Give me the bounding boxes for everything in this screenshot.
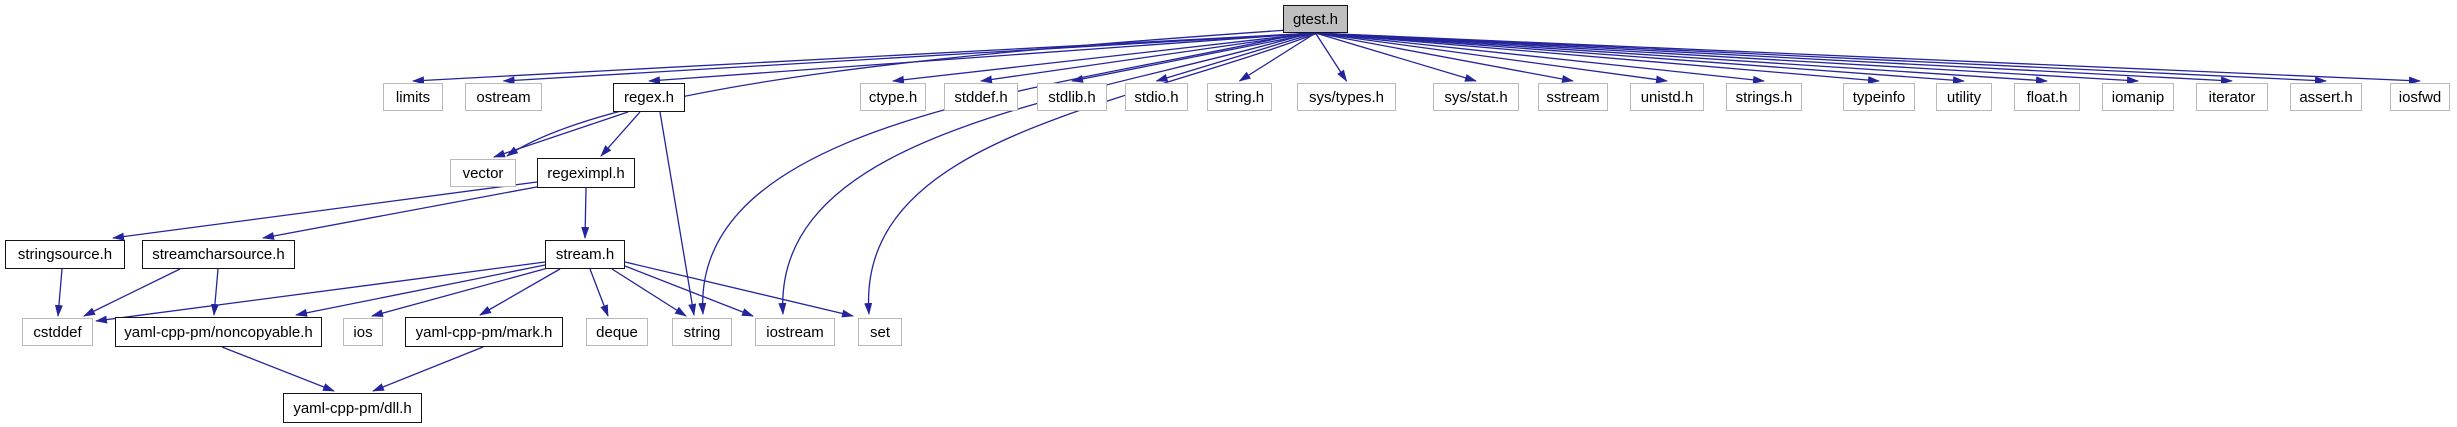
edge-stream-to-cstddef — [95, 261, 546, 324]
graph-node-sys_stat: sys/stat.h — [1433, 83, 1519, 111]
graph-node-sstream: sstream — [1538, 83, 1608, 111]
edge-gtest-to-unistd — [1315, 32, 1668, 84]
edge-gtest-to-stdlib — [1071, 32, 1316, 83]
graph-node-gtest: gtest.h — [1283, 5, 1348, 33]
edge-gtest-to-sstream — [1315, 32, 1574, 83]
edge-stream-to-iostream — [624, 265, 754, 317]
edge-gtest-to-utility — [1315, 32, 1965, 85]
graph-node-ios: ios — [343, 318, 383, 346]
graph-node-iomanip: iomanip — [2102, 83, 2174, 111]
graph-node-string: string — [672, 318, 732, 346]
graph-node-assert_h: assert.h — [2290, 83, 2362, 111]
graph-node-stdio: stdio.h — [1125, 83, 1188, 111]
graph-node-streamcharsource[interactable]: streamcharsource.h — [142, 240, 295, 269]
edge-gtest-to-ctype — [892, 32, 1316, 84]
graph-node-noncopyable[interactable]: yaml-cpp-pm/noncopyable.h — [115, 317, 322, 347]
edge-gtest-to-iterator — [1315, 32, 2233, 85]
edge-gtest-to-string — [698, 32, 1304, 315]
graph-node-strings_h: strings.h — [1726, 83, 1802, 111]
graph-node-iterator: iterator — [2196, 83, 2268, 111]
graph-node-float_h: float.h — [2014, 83, 2080, 111]
edge-stream-to-set — [624, 261, 854, 318]
edge-gtest-to-assert_h — [1315, 32, 2327, 85]
graph-node-mark[interactable]: yaml-cpp-pm/mark.h — [405, 317, 563, 347]
edge-regeximpl-to-streamcharsource — [262, 185, 543, 240]
graph-node-iostream: iostream — [755, 318, 835, 346]
edge-gtest-to-stddef — [980, 32, 1316, 84]
edge-stringsource-to-cstddef — [54, 268, 63, 317]
graph-node-regeximpl[interactable]: regeximpl.h — [537, 158, 635, 188]
edge-noncopyable-to-dll — [221, 346, 335, 392]
edge-gtest-to-regex — [648, 32, 1316, 85]
edge-gtest-to-vector — [506, 29, 1289, 157]
graph-node-string_h: string.h — [1207, 83, 1272, 111]
edge-gtest-to-iosfwd — [1315, 32, 2421, 85]
graph-node-regex[interactable]: regex.h — [613, 83, 685, 112]
edge-gtest-to-ostream — [502, 32, 1316, 85]
graph-node-ostream: ostream — [465, 83, 542, 111]
edge-gtest-to-iomanip — [1315, 32, 2139, 85]
graph-node-set: set — [858, 318, 902, 346]
edge-stream-to-deque — [589, 268, 609, 317]
graph-node-vector: vector — [450, 159, 516, 187]
edge-regeximpl-to-stream — [581, 187, 590, 239]
edge-gtest-to-sys_stat — [1315, 32, 1477, 82]
edge-stream-to-noncopyable — [295, 264, 546, 317]
edge-streamcharsource-to-cstddef — [83, 268, 181, 317]
edge-gtest-to-typeinfo — [1315, 32, 1880, 85]
graph-node-stdlib: stdlib.h — [1037, 83, 1107, 111]
graph-node-dll[interactable]: yaml-cpp-pm/dll.h — [283, 393, 422, 423]
edge-stream-to-mark — [479, 268, 561, 316]
edge-regex-to-vector — [493, 111, 629, 158]
graph-node-sys_types: sys/types.h — [1297, 83, 1396, 111]
edge-gtest-to-sys_types — [1314, 32, 1348, 82]
edge-gtest-to-iostream — [778, 32, 1311, 315]
graph-node-stringsource[interactable]: stringsource.h — [5, 240, 125, 269]
edge-regeximpl-to-stringsource — [112, 181, 538, 241]
edges-group — [54, 29, 2421, 392]
edge-gtest-to-float_h — [1315, 32, 2048, 85]
graph-node-stddef: stddef.h — [944, 83, 1018, 111]
edge-gtest-to-stdio — [1155, 32, 1316, 82]
graph-node-utility: utility — [1936, 83, 1992, 111]
edge-gtest-to-strings_h — [1315, 32, 1765, 84]
edge-gtest-to-set — [864, 32, 1319, 315]
edge-stream-to-string — [611, 268, 687, 317]
graph-node-ctype: ctype.h — [860, 83, 926, 111]
graph-node-limits: limits — [383, 83, 443, 111]
graph-node-stream[interactable]: stream.h — [545, 240, 625, 269]
edge-regex-to-regeximpl — [600, 111, 641, 157]
edge-gtest-to-limits — [412, 32, 1316, 85]
graph-node-unistd: unistd.h — [1630, 83, 1704, 111]
graph-node-deque: deque — [586, 318, 648, 346]
edge-regex-to-string — [659, 111, 697, 316]
graph-node-cstddef: cstddef — [22, 318, 93, 346]
edge-gtest-to-string_h — [1238, 32, 1316, 82]
edge-stream-to-ios — [371, 267, 549, 317]
edge-streamcharsource-to-noncopyable — [210, 268, 219, 316]
graph-node-iosfwd: iosfwd — [2390, 83, 2450, 111]
graph-node-typeinfo: typeinfo — [1843, 83, 1915, 111]
edge-mark-to-dll — [372, 346, 484, 392]
